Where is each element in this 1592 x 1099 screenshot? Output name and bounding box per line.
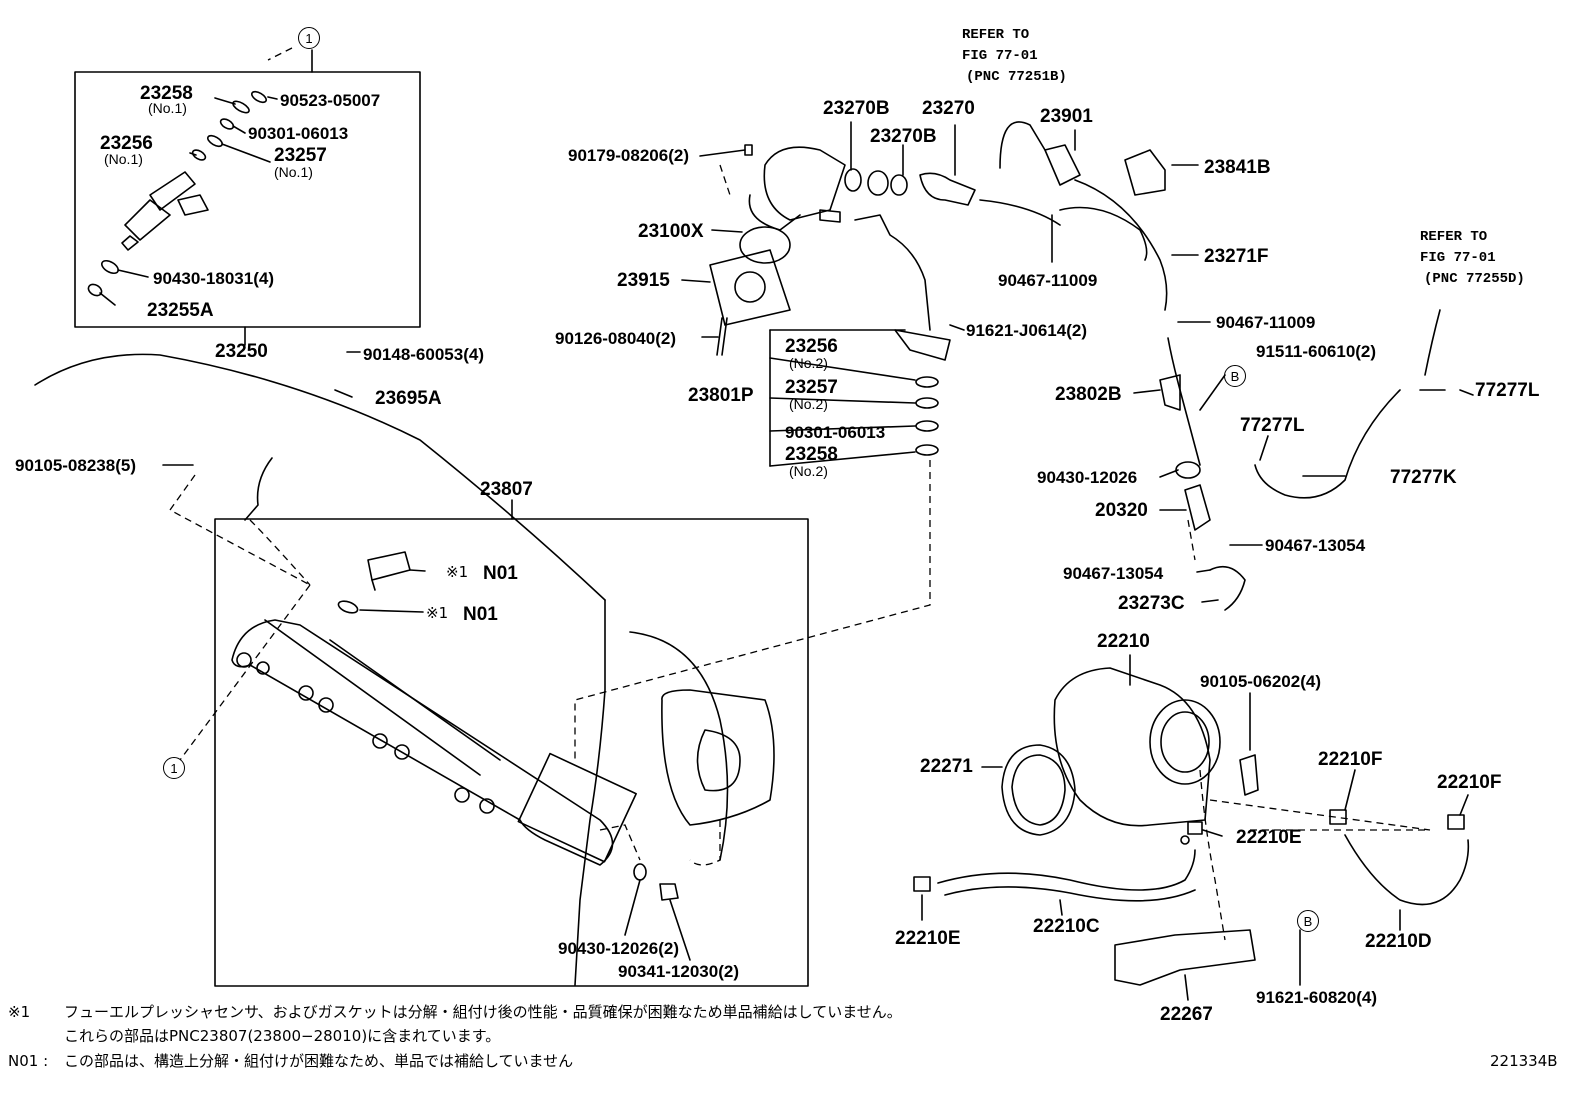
part-77277L-a: 77277L <box>1475 380 1540 401</box>
ref-circle-1-top: 1 <box>298 27 320 49</box>
part-23257-no1-sub: (No.1) <box>274 164 313 180</box>
part-23270B-a: 23270B <box>823 98 890 119</box>
kome-mark-b: ※1 <box>426 604 449 622</box>
part-23695A: 23695A <box>375 388 442 409</box>
refer-a-line3: (PNC 77251B) <box>966 69 1067 85</box>
part-23255A: 23255A <box>147 300 214 321</box>
part-23250: 23250 <box>215 341 268 362</box>
part-22267: 22267 <box>1160 1004 1213 1025</box>
part-22210F-b: 22210F <box>1437 772 1502 793</box>
part-90430-18031: 90430-18031(4) <box>153 269 274 288</box>
part-90105-08238: 90105-08238(5) <box>15 456 136 475</box>
part-22210F-a: 22210F <box>1318 749 1383 770</box>
part-90430-12026: 90430-12026 <box>1037 468 1138 487</box>
kome-mark-a: ※1 <box>446 563 469 581</box>
part-90105-06202: 90105-06202(4) <box>1200 672 1321 691</box>
part-23258-no1-sub: (No.1) <box>148 100 187 116</box>
part-90467-11009-a: 90467-11009 <box>998 271 1098 290</box>
part-90523-05007: 90523-05007 <box>280 91 381 110</box>
part-90179-08206: 90179-08206(2) <box>568 146 689 165</box>
part-91511-60610: 91511-60610(2) <box>1256 342 1377 361</box>
part-90148-60053: 90148-60053(4) <box>363 345 484 364</box>
part-N01-b: N01 <box>463 604 498 625</box>
part-91621-J0614: 91621-J0614(2) <box>966 321 1087 340</box>
part-23256-no1: 23256 <box>100 133 153 154</box>
part-77277L-b: 77277L <box>1240 415 1305 436</box>
part-22210C: 22210C <box>1033 916 1100 937</box>
part-23807: 23807 <box>480 479 533 500</box>
footnote-2-line1: この部品は、構造上分解・組付けが困難なため、単品では補給していません <box>64 1052 574 1070</box>
part-22210E-a: 22210E <box>1236 827 1302 848</box>
refer-a-line1: REFER TO <box>962 27 1030 43</box>
part-23901: 23901 <box>1040 106 1093 127</box>
part-22271: 22271 <box>920 756 973 777</box>
part-22210E-b: 22210E <box>895 928 961 949</box>
part-90301-06013-a: 90301-06013 <box>248 124 349 143</box>
ref-circle-B-bottom: B <box>1297 910 1319 932</box>
part-90430-12026-2: 90430-12026(2) <box>558 939 679 958</box>
diagram-id: 221334B <box>1490 1052 1558 1070</box>
part-23256-no2: 23256 <box>785 336 838 357</box>
part-23801P: 23801P <box>688 385 754 406</box>
part-23100X: 23100X <box>638 221 704 242</box>
refer-b-line1: REFER TO <box>1420 229 1488 245</box>
injector-kit-box <box>74 71 421 328</box>
part-20320: 20320 <box>1095 500 1148 521</box>
part-23257-no1: 23257 <box>274 145 327 166</box>
part-23841B: 23841B <box>1204 157 1271 178</box>
part-N01-a: N01 <box>483 563 518 584</box>
part-23257-no2-sub: (No.2) <box>789 396 828 412</box>
part-90467-13054-a: 90467-13054 <box>1265 536 1366 555</box>
part-90467-13054-b: 90467-13054 <box>1063 564 1164 583</box>
footnote-1-line1: フューエルプレッシャセンサ、およびガスケットは分解・組付け後の性能・品質確保が困… <box>64 1003 902 1021</box>
footnote-2-mark: N01 : <box>8 1052 49 1070</box>
ref-circle-1-bottom: 1 <box>163 757 185 779</box>
part-23258-no2-sub: (No.2) <box>789 463 828 479</box>
part-90126-08040: 90126-08040(2) <box>555 329 676 348</box>
part-23270: 23270 <box>922 98 975 119</box>
part-90301-06013-b: 90301-06013 <box>785 423 886 442</box>
part-23273C: 23273C <box>1118 593 1185 614</box>
part-23271F: 23271F <box>1204 246 1269 267</box>
footnote-1-line2: これらの部品はPNC23807(23800−28010)に含まれています。 <box>64 1027 501 1045</box>
part-23258-no1: 23258 <box>140 83 193 104</box>
part-23257-no2: 23257 <box>785 377 838 398</box>
part-90467-11009-b: 90467-11009 <box>1216 313 1316 332</box>
fuel-rail-box <box>214 518 809 987</box>
part-90341-12030: 90341-12030(2) <box>618 962 739 981</box>
refer-b-line2: FIG 77-01 <box>1420 250 1496 266</box>
refer-a-line2: FIG 77-01 <box>962 48 1038 64</box>
part-23802B: 23802B <box>1055 384 1122 405</box>
footnote-1-mark: ※1 <box>8 1003 31 1021</box>
part-23270B-b: 23270B <box>870 126 937 147</box>
part-91621-60820: 91621-60820(4) <box>1256 988 1377 1007</box>
part-77277K: 77277K <box>1390 467 1457 488</box>
part-23256-no2-sub: (No.2) <box>789 355 828 371</box>
part-22210D: 22210D <box>1365 931 1432 952</box>
part-23256-no1-sub: (No.1) <box>104 151 143 167</box>
refer-b-line3: (PNC 77255D) <box>1424 271 1525 287</box>
part-23258-no2: 23258 <box>785 444 838 465</box>
ref-circle-B-top: B <box>1224 365 1246 387</box>
part-23915: 23915 <box>617 270 670 291</box>
part-22210: 22210 <box>1097 631 1150 652</box>
